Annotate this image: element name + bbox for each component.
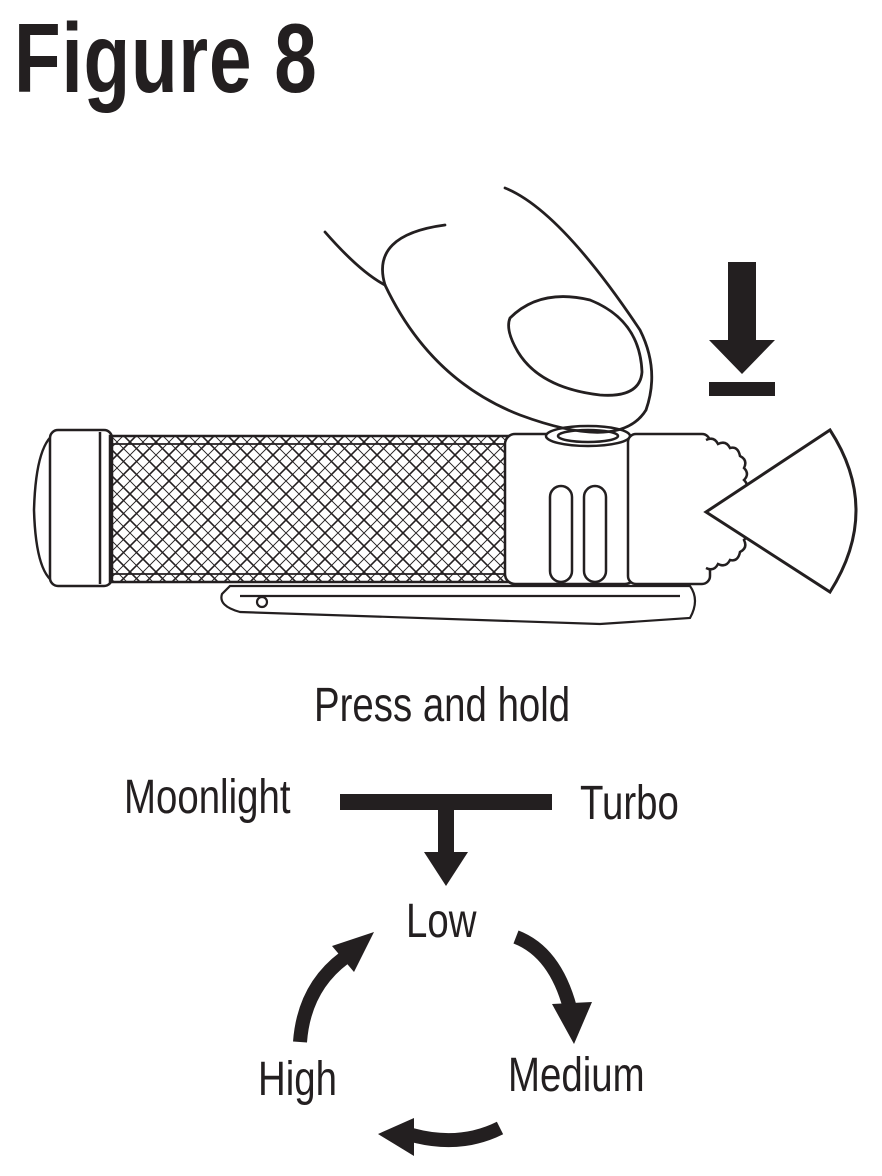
- mode-medium: Medium: [508, 1052, 645, 1100]
- mode-low: Low: [406, 898, 476, 946]
- cycle-arrow-high-to-low: [300, 932, 374, 1042]
- cycle-arrow-medium-to-high: [378, 1118, 500, 1156]
- action-label: Press and hold: [314, 682, 570, 730]
- mode-high: High: [258, 1056, 337, 1104]
- cycle-arrow-low-to-medium: [516, 937, 592, 1044]
- mode-turbo: Turbo: [580, 780, 679, 828]
- mode-moonlight: Moonlight: [124, 774, 291, 822]
- start-connector-arrow: [340, 794, 552, 886]
